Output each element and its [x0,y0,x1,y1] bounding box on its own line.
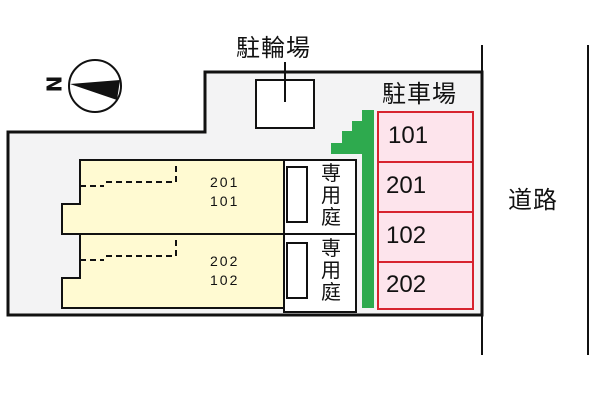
parking-space-label: 202 [386,271,427,298]
car-parking-label: 駐車場 [382,80,457,108]
building-2-unit-lower: 102 [210,272,240,288]
north-arrow-icon [68,59,122,113]
building-2-unit-upper: 202 [210,253,240,269]
parking-space-label: 101 [388,122,429,149]
parking-space-label: 201 [386,172,427,199]
parking-area [377,111,474,310]
building-2 [61,233,285,309]
parking-space-label: 102 [386,222,427,249]
private-garden-1-label: 専用庭 [321,161,341,229]
private-garden-2-label: 専用庭 [321,236,341,304]
building-1-unit-lower: 101 [210,193,240,209]
building-1 [61,159,285,235]
road-label: 道路 [508,186,558,214]
building-1-unit-upper: 201 [210,174,240,190]
bicycle-parking-label: 駐輪場 [236,34,311,62]
compass-label: N [42,75,67,93]
hedge [331,110,374,308]
